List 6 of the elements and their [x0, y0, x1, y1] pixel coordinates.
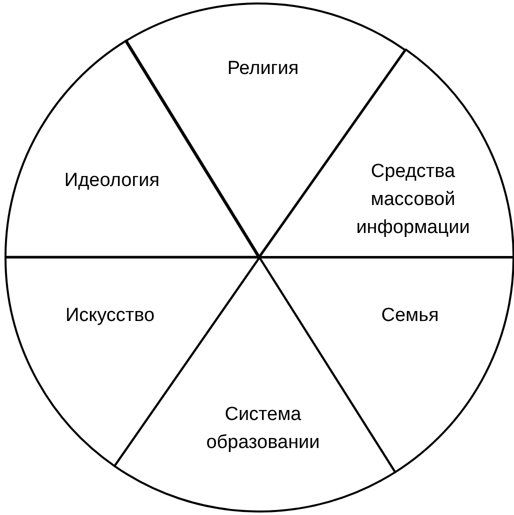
- sector-label: Идеология: [64, 168, 160, 193]
- sector-label: Средства массовой информации: [356, 160, 470, 240]
- sector-label: Система образовании: [206, 403, 320, 455]
- sector-label: Искусство: [65, 304, 155, 328]
- sector-label: Семья: [381, 304, 439, 328]
- sector-label: Религия: [227, 56, 299, 81]
